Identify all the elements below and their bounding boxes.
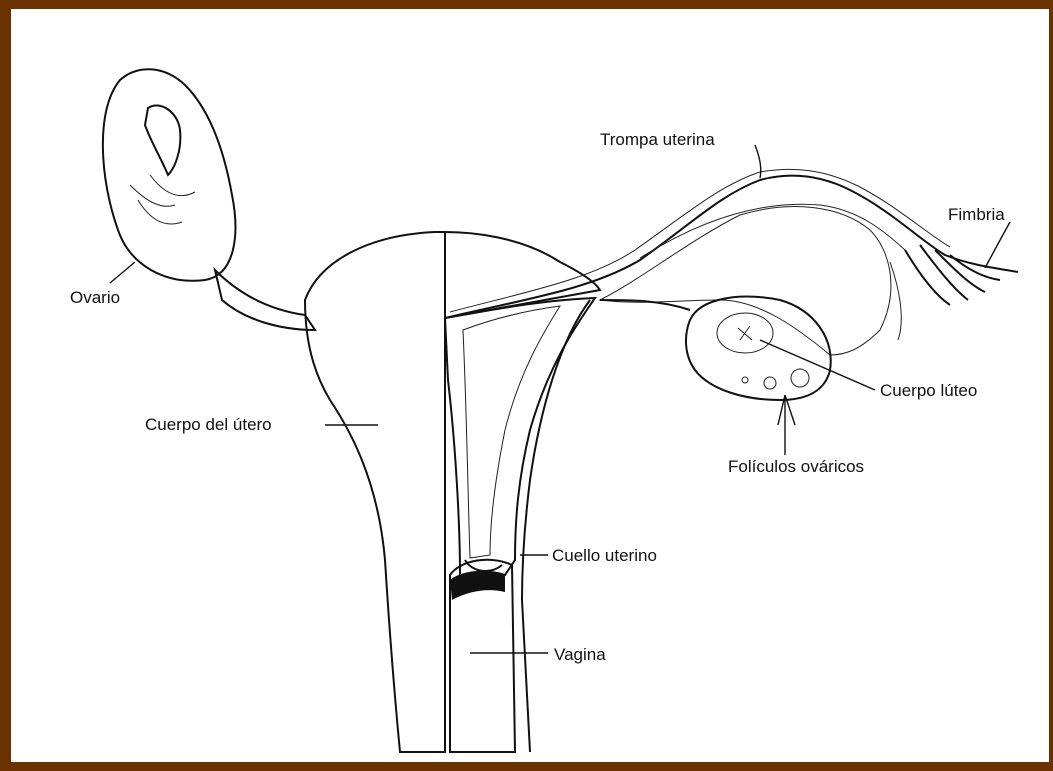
- fimbriae: [890, 245, 1000, 340]
- left-ovary: [103, 69, 236, 281]
- uterine-cavity: [445, 298, 595, 752]
- label-trompa-uterina: Trompa uterina: [600, 130, 715, 149]
- right-fallopian-tube: [445, 169, 1018, 318]
- label-cuerpo-del-utero: Cuerpo del útero: [145, 415, 272, 434]
- label-cuerpo-luteo: Cuerpo lúteo: [880, 381, 977, 400]
- cervix-vagina: [450, 560, 515, 752]
- uterus-body: [305, 232, 600, 752]
- left-ligament: [215, 270, 315, 330]
- label-cuello-uterino: Cuello uterino: [552, 546, 657, 565]
- label-ovario: Ovario: [70, 288, 120, 307]
- label-vagina: Vagina: [554, 645, 606, 664]
- label-fimbria: Fimbria: [948, 205, 1005, 224]
- right-ovary: [600, 297, 831, 400]
- label-foliculos-ovaricos: Folículos ováricos: [728, 457, 864, 476]
- leader-lines: [110, 145, 1010, 653]
